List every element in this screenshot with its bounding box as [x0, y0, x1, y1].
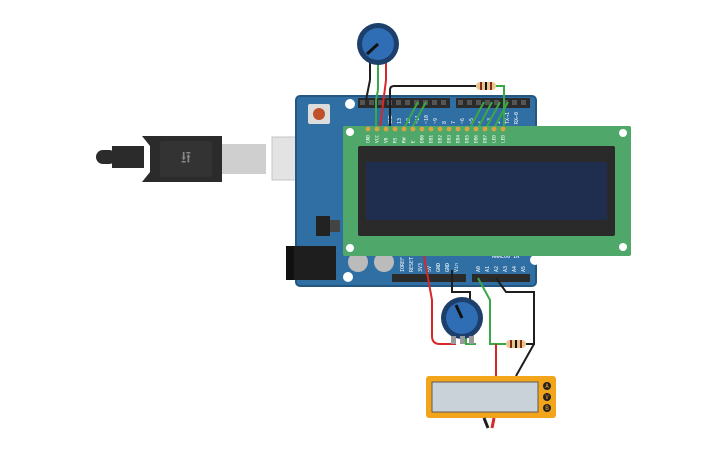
lcd-pin-label: DB0 [420, 135, 426, 143]
lcd-pin[interactable] [392, 126, 398, 132]
multimeter[interactable]: A V B [426, 376, 556, 429]
lcd-pin[interactable] [365, 126, 371, 132]
power-pin-label: 3V3 [418, 263, 424, 272]
lcd-pin[interactable] [437, 126, 443, 132]
lcd-pin-label: DB4 [456, 135, 462, 143]
power-pin-label: 5V [427, 266, 433, 272]
lcd-pin-label: E [411, 140, 417, 143]
terminal-label-a: A [545, 383, 549, 390]
digital-pin-label: 13 [397, 118, 403, 124]
wires-top [365, 79, 509, 129]
digital-pin-label: 7 [451, 121, 457, 124]
lcd-pin[interactable] [500, 126, 506, 132]
lcd-pin-label: V0 [384, 137, 390, 143]
lcd-pin-label: DB5 [465, 135, 471, 143]
digital-pin-label: ~5 [469, 118, 475, 124]
digital-pin-label: TX→1 [505, 112, 511, 124]
lcd-pin[interactable] [428, 126, 434, 132]
lcd-pin[interactable] [383, 126, 389, 132]
power-jack [286, 246, 336, 280]
lcd-pin[interactable] [455, 126, 461, 132]
terminal-v[interactable] [543, 393, 551, 401]
terminal-a[interactable] [543, 382, 551, 390]
lcd-pin-label: LED [501, 135, 507, 143]
power-pin-label: GND [445, 263, 451, 272]
lcd-pin[interactable] [464, 126, 470, 132]
usb-icon: ⭿ [181, 148, 191, 167]
digital-pin-label: ~6 [460, 118, 466, 124]
lcd-pin[interactable] [419, 126, 425, 132]
digital-pin-label: ~9 [433, 118, 439, 124]
lcd-pin-label: DB3 [447, 135, 453, 143]
lcd-pin-label: DB7 [483, 135, 489, 143]
power-pin-label: IOREF [400, 257, 406, 272]
analog-pin-label: A0 [476, 266, 482, 272]
analog-pin-label: A5 [521, 266, 527, 272]
lcd-pin[interactable] [374, 126, 380, 132]
analog-header-title: ANALOG IN [492, 254, 519, 260]
digital-pin-label: 2 [496, 121, 502, 124]
terminal-label-b: B [545, 405, 549, 412]
usb-cable[interactable]: ⭿ [96, 136, 331, 182]
resistor-bottom [506, 340, 526, 348]
analog-pin-label: A1 [485, 266, 491, 272]
multimeter-display [431, 381, 539, 413]
lcd-pin[interactable] [410, 126, 416, 132]
potentiometer-top[interactable] [357, 23, 399, 90]
resistor-top [476, 82, 496, 90]
lcd-screen [366, 162, 607, 220]
lcd-pin-label: GND [366, 135, 372, 143]
wires-bottom [423, 255, 535, 377]
digital-pin-label: ~10 [424, 115, 430, 124]
digital-pin-label: 12 [406, 118, 412, 124]
lcd-pin[interactable] [446, 126, 452, 132]
lcd-pin[interactable] [473, 126, 479, 132]
lcd-pin-label: RW [402, 137, 408, 143]
digital-pin-label: ~11 [415, 115, 421, 124]
digital-pin-label: 8 [442, 121, 448, 124]
analog-pin-label: A2 [494, 266, 500, 272]
terminal-b[interactable] [543, 404, 551, 412]
lcd-pin-label: DB2 [438, 135, 444, 143]
lcd-pin-label: DB6 [474, 135, 480, 143]
lcd-pin[interactable] [482, 126, 488, 132]
analog-pin-label: A3 [503, 266, 509, 272]
lcd-pin-label: VCC [375, 135, 381, 143]
lcd-pin[interactable] [491, 126, 497, 132]
potentiometer-bottom[interactable] [441, 297, 483, 344]
terminal-label-v: V [545, 394, 549, 401]
lcd-pin[interactable] [401, 126, 407, 132]
lcd-pin-label: RS [393, 137, 399, 143]
digital-pin-label: RX←0 [514, 112, 520, 124]
analog-pin-label: A4 [512, 266, 518, 272]
lcd-pin-label: DB1 [429, 135, 435, 143]
power-pin-label: GND [436, 263, 442, 272]
lcd-pin-label: LED [492, 135, 498, 143]
power-pin-label: RESET [409, 257, 415, 272]
power-pin-label: Vin [454, 263, 460, 272]
